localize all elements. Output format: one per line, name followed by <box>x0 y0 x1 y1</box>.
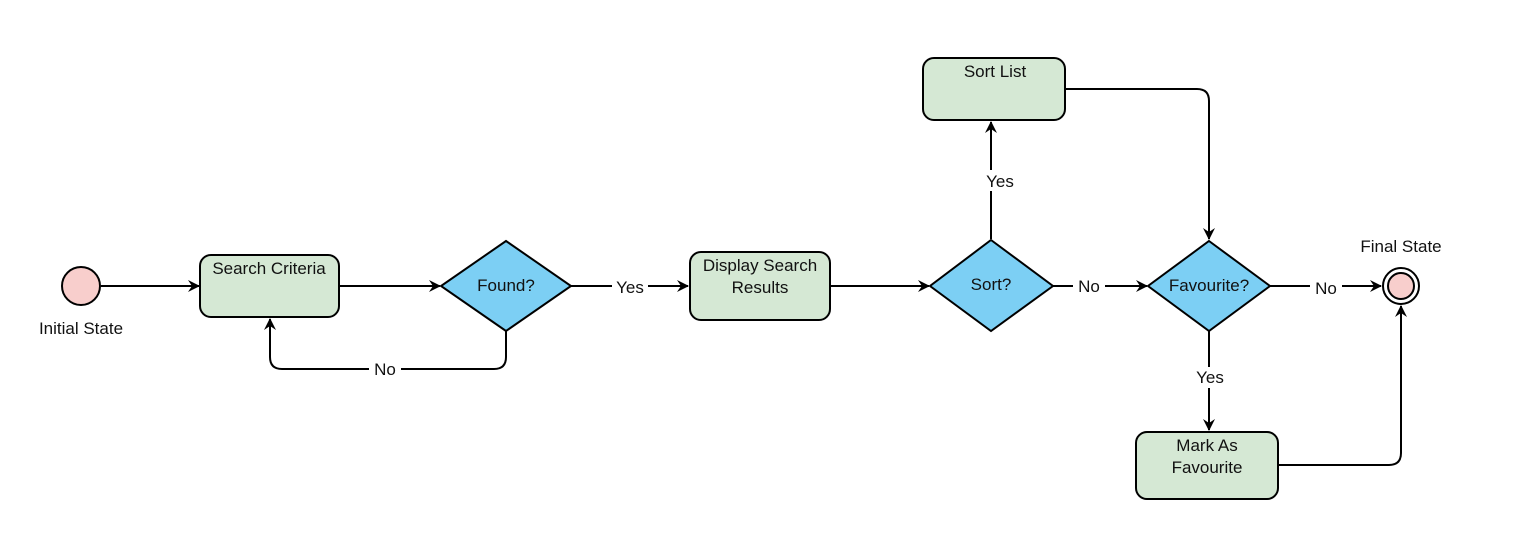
decision-found: Found? <box>439 239 573 333</box>
initial-state-label: Initial State <box>39 319 123 338</box>
sort-list-label: Sort List <box>964 62 1027 81</box>
action-search-criteria: Search Criteria <box>199 254 340 318</box>
decision-favourite: Favourite? <box>1146 239 1272 333</box>
favourite-decision-label: Favourite? <box>1169 276 1249 295</box>
display-results-label-line2: Results <box>732 278 789 297</box>
action-sort-list: Sort List <box>922 57 1066 121</box>
sort-no-label: No <box>1078 277 1100 296</box>
display-results-label-line1: Display Search <box>703 256 817 275</box>
final-state-label: Final State <box>1360 237 1441 256</box>
favourite-yes-label: Yes <box>1196 368 1224 387</box>
sort-yes-label: Yes <box>986 172 1014 191</box>
mark-favourite-label-line2: Favourite <box>1172 458 1243 477</box>
search-criteria-label: Search Criteria <box>212 259 326 278</box>
decision-sort: Sort? <box>928 238 1055 333</box>
found-yes-label: Yes <box>616 278 644 297</box>
edge-sortlist-to-favourite <box>1066 88 1215 240</box>
mark-favourite-label-line1: Mark As <box>1176 436 1237 455</box>
initial-state: Initial State <box>39 266 123 338</box>
edge-labels: Yes No Yes No No Yes <box>369 170 1342 388</box>
action-display-search-results: Display Search Results <box>689 251 831 321</box>
final-state: Final State <box>1360 237 1442 305</box>
initial-state-node <box>61 266 101 306</box>
edge-mark-to-final <box>1279 305 1407 466</box>
found-decision-label: Found? <box>477 276 535 295</box>
sort-decision-label: Sort? <box>971 275 1012 294</box>
found-no-label: No <box>374 360 396 379</box>
action-mark-as-favourite: Mark As Favourite <box>1135 431 1279 500</box>
favourite-no-label: No <box>1315 279 1337 298</box>
final-state-node <box>1387 272 1415 300</box>
